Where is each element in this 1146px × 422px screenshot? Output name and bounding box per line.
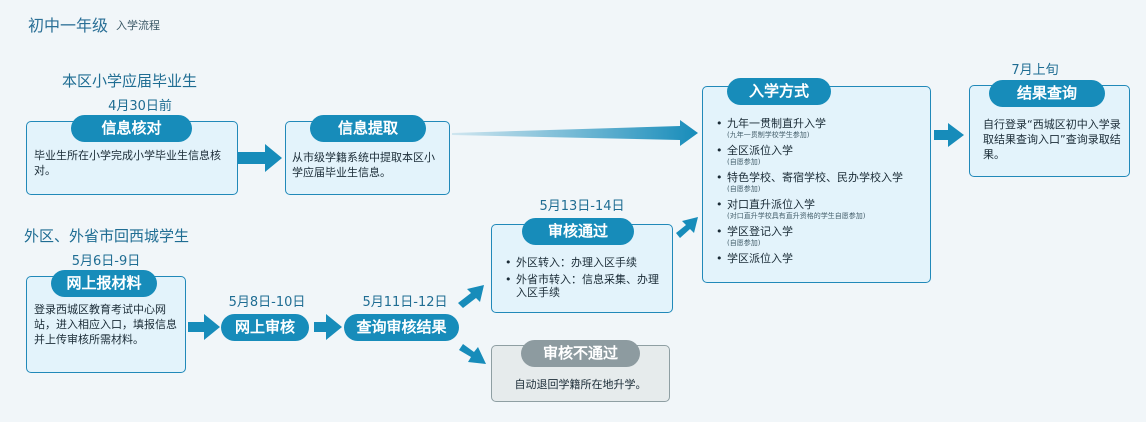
passed-item: 外省市转入：信息采集、办理入区手续 (505, 273, 667, 299)
method-name: 学区登记入学 (727, 225, 793, 238)
step-verify-label: 信息核对 (71, 115, 192, 142)
step-extract-desc: 从市级学籍系统中提取本区小学应届毕业生信息。 (292, 151, 435, 179)
step-failed-label: 审核不通过 (521, 340, 640, 367)
step-methods-label: 入学方式 (727, 78, 831, 105)
group-label-outside: 外区、外省市回西城学生 (24, 227, 190, 245)
page-title: 初中一年级 (28, 16, 109, 35)
method-note: (自愿参加) (727, 185, 761, 193)
arrow-review-to-check (314, 314, 342, 340)
step-submit-label: 网上报材料 (51, 270, 157, 297)
page-subtitle: 入学流程 (116, 19, 160, 32)
methods-list: 九年一贯制直升入学(九年一贯制学校学生参加) 全区派位入学(自愿参加) 特色学校… (716, 117, 928, 265)
arrow-submit-to-review (188, 314, 220, 340)
method-item: 特色学校、寄宿学校、民办学校入学(自愿参加) (716, 171, 928, 194)
step-result-label: 结果查询 (989, 80, 1105, 107)
date-may11-12: 5月11日-12日 (362, 295, 448, 310)
method-name: 特色学校、寄宿学校、民办学校入学 (727, 171, 903, 184)
step-check-result: 查询审核结果 (344, 314, 459, 341)
step-failed-desc: 自动退回学籍所在地升学。 (514, 378, 647, 391)
arrow-verify-to-extract (238, 144, 282, 172)
date-may8-10: 5月8日-10日 (228, 295, 306, 310)
step-online-review: 网上审核 (221, 314, 309, 341)
method-name: 对口直升派位入学 (727, 198, 815, 211)
date-may13-14: 5月13日-14日 (539, 199, 625, 214)
step-passed-list: 外区转入：办理入区手续 外省市转入：信息采集、办理入区手续 (505, 256, 667, 299)
step-result-desc: 自行登录“西城区初中入学录取结果查询入口”查询录取结果。 (983, 118, 1121, 161)
method-note: (自愿参加) (727, 239, 761, 247)
date-apr30: 4月30日前 (108, 99, 172, 114)
method-item: 九年一贯制直升入学(九年一贯制学校学生参加) (716, 117, 928, 140)
date-may6-9: 5月6日-9日 (71, 254, 141, 269)
arrow-passed-to-methods (676, 217, 698, 238)
method-item: 学区派位入学 (716, 252, 928, 265)
method-note: (九年一贯制学校学生参加) (727, 131, 810, 139)
arrow-check-to-passed (458, 285, 484, 308)
method-name: 九年一贯制直升入学 (727, 117, 826, 130)
arrow-methods-to-result (934, 123, 964, 147)
group-label-local: 本区小学应届毕业生 (62, 72, 198, 90)
arrow-extract-to-methods (452, 120, 698, 146)
method-note: (对口直升学校具有直升资格的学生自愿参加) (727, 212, 866, 220)
method-name: 学区派位入学 (727, 252, 793, 265)
method-item: 对口直升派位入学(对口直升学校具有直升资格的学生自愿参加) (716, 198, 928, 221)
arrow-check-to-failed (459, 344, 486, 364)
method-item: 学区登记入学(自愿参加) (716, 225, 928, 248)
passed-item: 外区转入：办理入区手续 (505, 256, 667, 269)
method-note: (自愿参加) (727, 158, 761, 166)
step-submit-desc: 登录西城区教育考试中心网站，进入相应入口，填报信息并上传审核所需材料。 (34, 303, 177, 346)
step-extract-label: 信息提取 (310, 115, 426, 142)
method-item: 全区派位入学(自愿参加) (716, 144, 928, 167)
step-passed-label: 审核通过 (522, 218, 634, 245)
step-verify-desc: 毕业生所在小学完成小学毕业生信息核对。 (34, 149, 221, 177)
method-name: 全区派位入学 (727, 144, 793, 157)
date-july: 7月上旬 (1011, 63, 1059, 78)
